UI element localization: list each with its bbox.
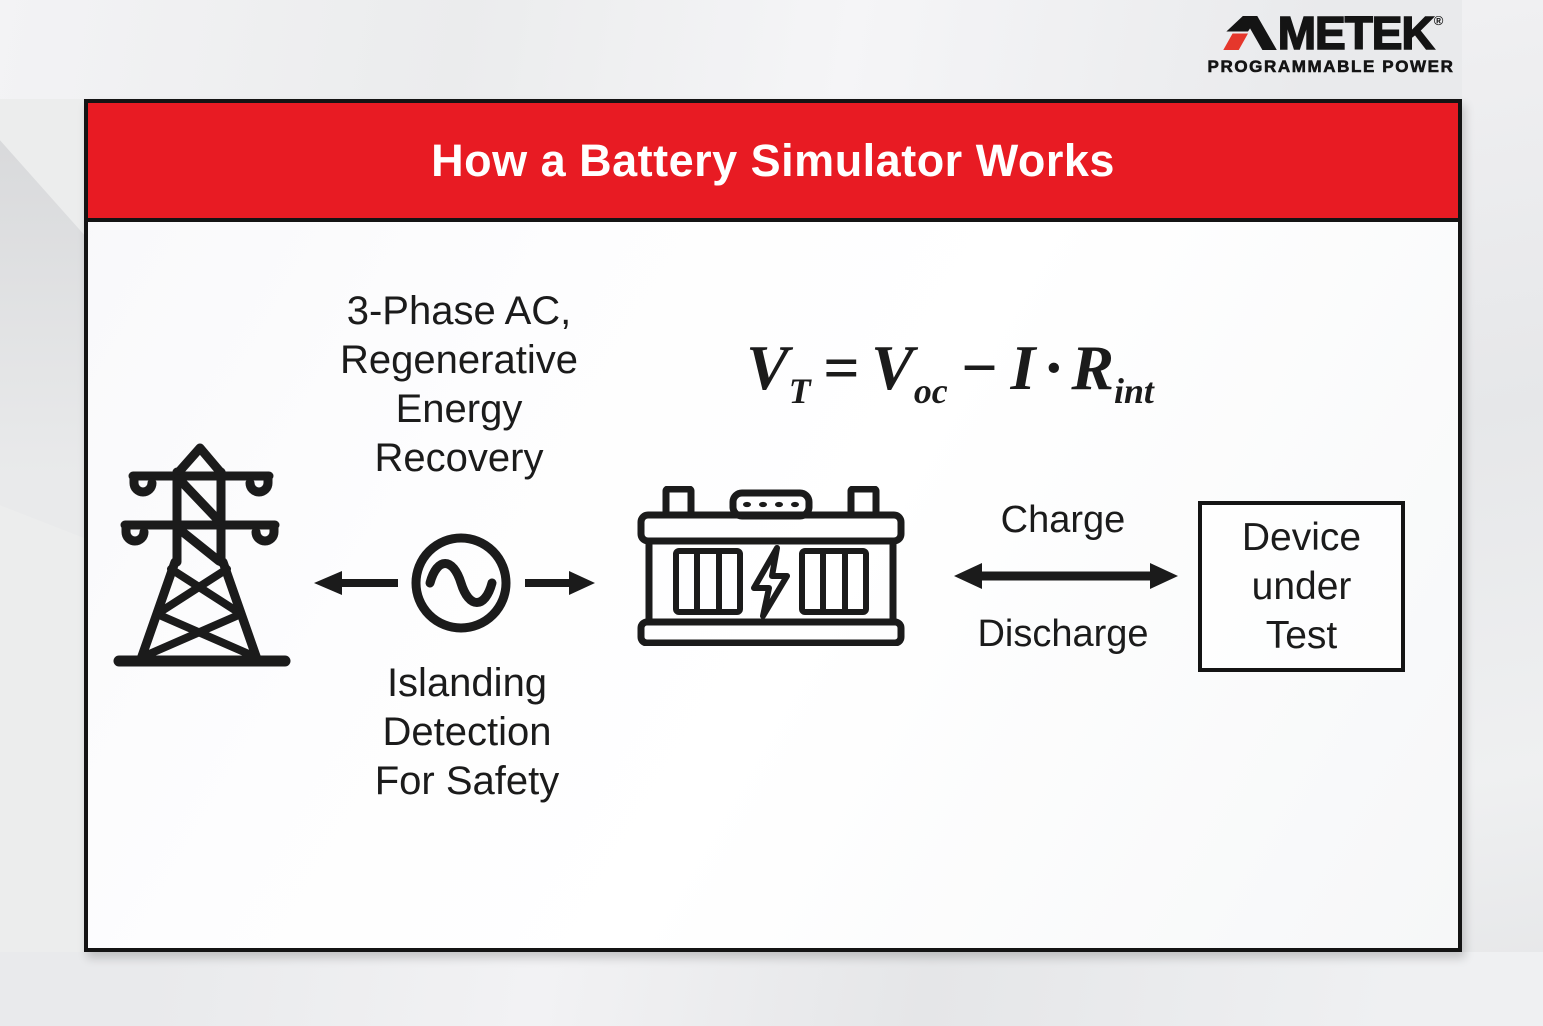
source-label-line: Energy bbox=[395, 387, 523, 431]
ac-source-icon bbox=[411, 533, 511, 633]
dut-label-line: Test bbox=[1265, 614, 1338, 657]
transmission-tower-icon bbox=[113, 443, 291, 667]
background-shape bbox=[0, 952, 1543, 1026]
arrow-left-icon bbox=[314, 571, 398, 595]
source-label: 3-Phase AC, Regenerative Energy Recovery bbox=[294, 287, 624, 483]
charge-label: Charge bbox=[1000, 499, 1126, 541]
source-label-line: Recovery bbox=[374, 436, 544, 480]
logo-wordmark: METEK ® bbox=[1219, 7, 1444, 59]
ametek-a-mark-icon bbox=[1222, 16, 1277, 50]
dut-label-line: Device bbox=[1241, 516, 1362, 559]
formula-resistance: R bbox=[1071, 332, 1115, 403]
dut-label-line: under bbox=[1251, 565, 1352, 608]
formula-vt-sub: T bbox=[788, 370, 811, 411]
battery-formula: VT=Voc−I·Rint bbox=[690, 331, 1210, 409]
double-headed-arrow-icon bbox=[954, 563, 1178, 589]
islanding-label-line: Islanding bbox=[386, 661, 548, 705]
logo-tagline: PROGRAMMABLE POWER bbox=[1207, 57, 1455, 77]
page-title: How a Battery Simulator Works bbox=[431, 134, 1115, 186]
dut-label: Device under Test bbox=[1202, 513, 1401, 660]
background-shape bbox=[1462, 0, 1543, 1026]
source-label-line: Regenerative bbox=[340, 338, 578, 382]
device-under-test-box: Device under Test bbox=[1198, 501, 1405, 672]
discharge-label: Discharge bbox=[977, 613, 1149, 655]
formula-current: I bbox=[1010, 332, 1036, 403]
formula-equals: = bbox=[822, 332, 860, 403]
diagram-panel: How a Battery Simulator Works bbox=[84, 99, 1462, 952]
formula-voc: V bbox=[871, 332, 914, 403]
registered-mark: ® bbox=[1433, 13, 1444, 28]
islanding-label-line: For Safety bbox=[374, 759, 560, 803]
source-label-line: 3-Phase AC, bbox=[346, 289, 572, 333]
islanding-label: Islanding Detection For Safety bbox=[307, 659, 627, 806]
title-banner: How a Battery Simulator Works bbox=[88, 103, 1458, 222]
background-shape bbox=[0, 140, 84, 538]
battery-icon bbox=[637, 486, 905, 646]
logo-text: METEK bbox=[1277, 7, 1436, 59]
formula-resistance-sub: int bbox=[1114, 370, 1154, 411]
formula-minus: − bbox=[959, 332, 999, 403]
formula-dot: · bbox=[1045, 332, 1062, 403]
islanding-label-line: Detection bbox=[382, 710, 552, 754]
formula-voc-sub: oc bbox=[913, 370, 948, 411]
arrow-right-icon bbox=[525, 571, 595, 595]
formula-vt: V bbox=[746, 332, 789, 403]
ametek-logo: METEK ® PROGRAMMABLE POWER bbox=[1205, 7, 1457, 77]
